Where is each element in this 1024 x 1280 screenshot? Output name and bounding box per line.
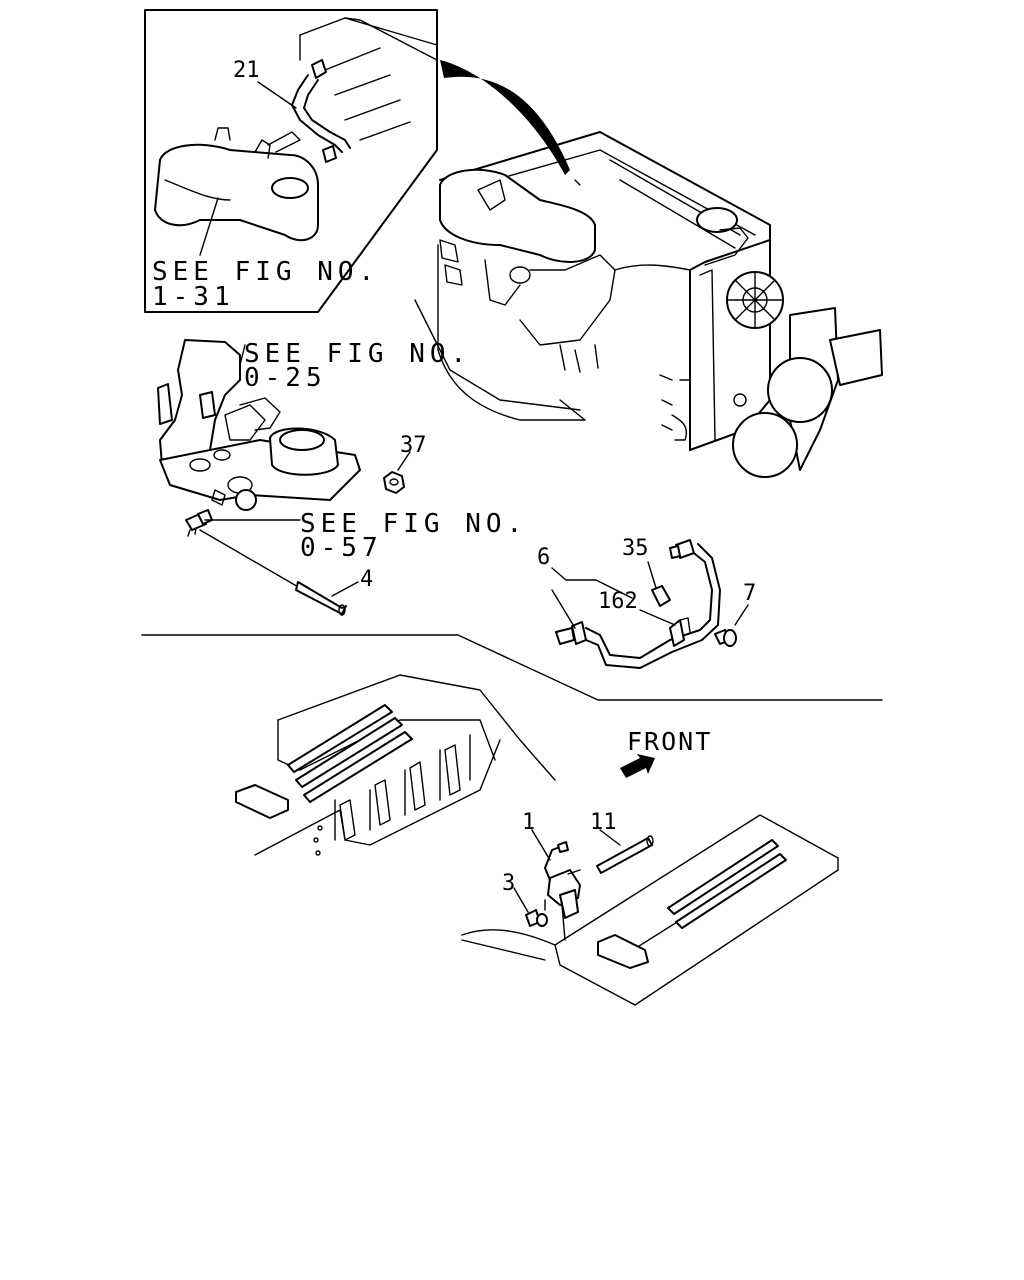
section-divider (141, 634, 883, 701)
engine-assembly (414, 131, 883, 478)
callout-162: 162 (598, 589, 638, 614)
part-4-pipe (185, 509, 359, 616)
callout-37: 37 (400, 433, 427, 458)
exhaust-manifold (157, 339, 361, 511)
callout-11: 11 (590, 810, 617, 835)
ref-fig-0-25-line2: 0-25 (244, 363, 327, 393)
arrow-forward-icon (620, 754, 655, 778)
callout-7: 7 (743, 581, 756, 606)
callout-6: 6 (537, 545, 550, 570)
part-1-sensor-assembly (513, 829, 654, 941)
callout-4: 4 (360, 567, 373, 592)
ref-fig-0-57-line2: 0-57 (300, 533, 383, 563)
part-37-nut (383, 451, 411, 494)
front-label: FRONT (627, 727, 712, 756)
inset-pointer-arrow (440, 60, 570, 175)
callout-35: 35 (622, 536, 649, 561)
ref-fig-1-31-line2: 1-31 (152, 282, 235, 312)
callout-3: 3 (502, 871, 515, 896)
ref-fig-0-57-line1: SEE FIG NO. (300, 509, 527, 539)
ref-fig-1-31-line1: SEE FIG NO. (152, 257, 379, 287)
callout-1: 1 (522, 810, 535, 835)
ref-fig-0-25-line1: SEE FIG NO. (244, 339, 471, 369)
part-6-pipe-assembly (551, 539, 749, 669)
chassis-frame (235, 674, 839, 1006)
inset-detail (144, 9, 438, 313)
callout-21: 21 (233, 58, 260, 83)
